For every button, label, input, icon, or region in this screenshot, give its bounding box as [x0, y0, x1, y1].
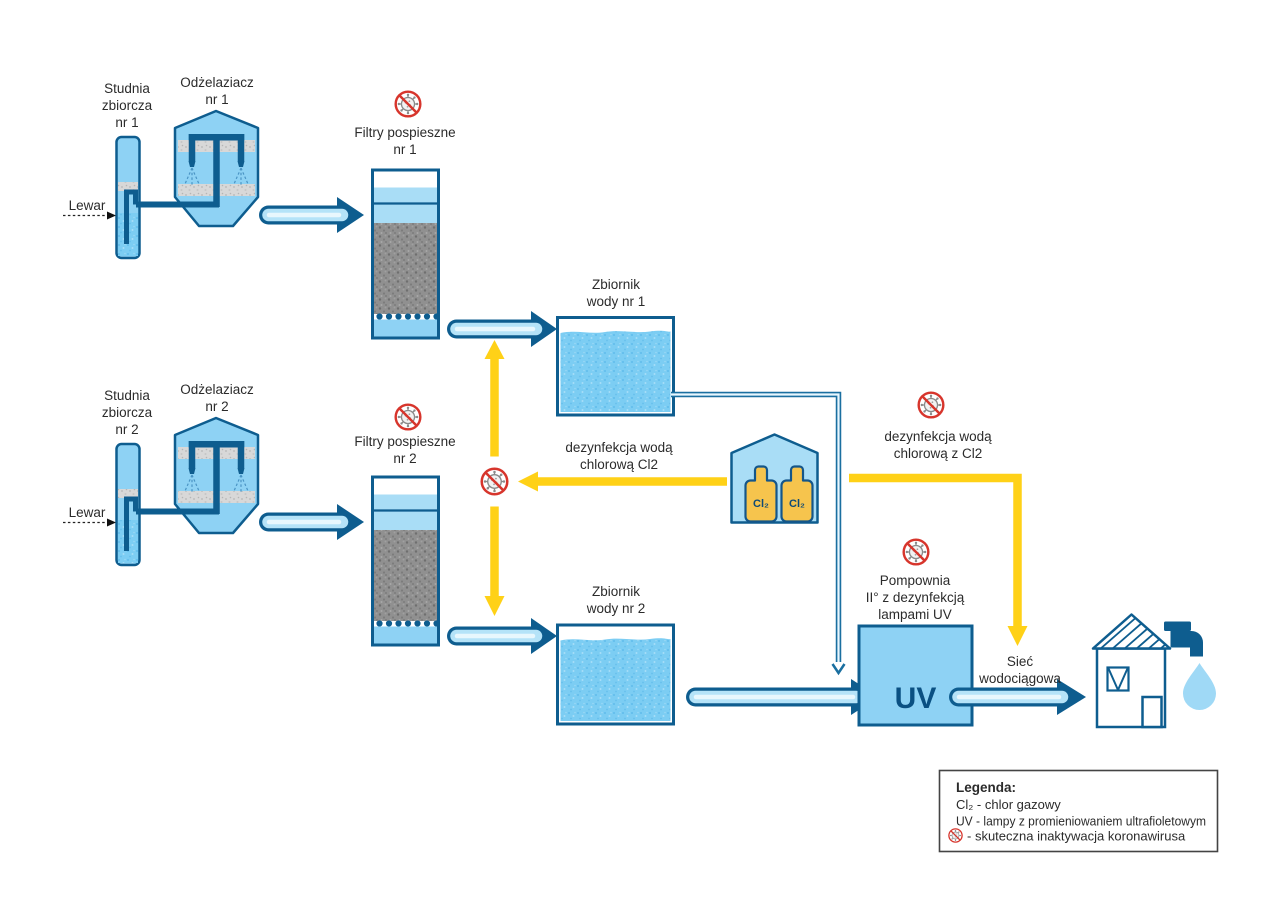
flow-arrow-filter2-tank2 — [447, 618, 557, 654]
pump-station-label-line1: Pompownia — [880, 573, 951, 588]
spray-2b — [233, 474, 249, 493]
iron-remover-2 — [136, 416, 260, 535]
rapid-filter-1 — [371, 168, 440, 340]
lewar-2-label: Lewar — [69, 505, 106, 520]
uv-station-label: UV — [895, 682, 937, 715]
well-2-label-line2: zbiorcza — [102, 405, 153, 420]
flow-arrow-uv-network — [949, 679, 1086, 715]
no-virus-icon — [394, 403, 422, 431]
tank-1-label-line2: wody nr 1 — [586, 294, 646, 309]
no-virus-icon — [917, 391, 945, 419]
filter-2-label: Filtry pospieszne nr 2 — [354, 434, 455, 466]
cl2-cylinder-1-label: Cl₂ — [753, 498, 769, 510]
water-tank-2 — [556, 623, 675, 726]
spray-1b — [233, 167, 249, 186]
rapid-filter-2 — [371, 475, 440, 647]
water-drop-icon — [1183, 663, 1216, 710]
filter-2-label-line1: Filtry pospieszne — [354, 434, 455, 449]
tank-2-label-line1: Zbiornik — [592, 584, 640, 599]
tap-icon — [1164, 621, 1203, 657]
legend-box: Legenda: Cl₂ - chlor gazowy UV - lampy z… — [938, 769, 1219, 853]
well-2-label: Studnia zbiorcza nr 2 — [102, 388, 153, 437]
iron-remover-2-label-line1: Odżelaziacz — [180, 382, 254, 397]
well-2-label-line1: Studnia — [104, 388, 150, 403]
collection-well-1 — [115, 135, 141, 260]
well-1-label-line3: nr 1 — [115, 115, 138, 130]
chlorine-right-label-line2: chlorową z Cl2 — [894, 446, 983, 461]
iron-remover-1 — [136, 109, 260, 228]
filter-2-label-line2: nr 2 — [393, 451, 416, 466]
legend-title: Legenda: — [956, 780, 1016, 795]
lewar-1-label: Lewar — [69, 198, 106, 213]
legend-line-virus: - skuteczna inaktywacja koronawirusa — [967, 829, 1186, 844]
well-1-label-line1: Studnia — [104, 81, 150, 96]
legend-line-cl2: Cl₂ - chlor gazowy — [956, 797, 1061, 812]
chlorine-right-label: dezynfekcja wodą chlorową z Cl2 — [884, 429, 992, 461]
pump-station-label-line2: II° z dezynfekcją — [866, 590, 965, 605]
tank-1-label-line1: Zbiornik — [592, 277, 640, 292]
iron-remover-1-pipes — [136, 133, 245, 208]
iron-remover-2-label-line2: nr 2 — [205, 399, 228, 414]
tank-1-label: Zbiornik wody nr 1 — [586, 277, 646, 309]
collection-well-2 — [115, 442, 141, 567]
house-icon — [1091, 613, 1172, 729]
lewar-arrow-1: Lewar — [63, 198, 116, 220]
cl2-cylinder-1: Cl₂ — [744, 465, 778, 523]
well-2-label-line3: nr 2 — [115, 422, 138, 437]
house-door — [1141, 695, 1163, 729]
no-virus-icon — [948, 828, 963, 843]
iron-remover-2-pipes — [136, 440, 245, 515]
chlorine-arrow-down — [484, 506, 505, 616]
network-label-line1: Sieć — [1007, 654, 1034, 669]
iron-remover-1-label-line1: Odżelaziacz — [180, 75, 254, 90]
network-label: Sieć wodociągowa — [978, 654, 1061, 686]
siphon-pipe-1 — [124, 189, 138, 244]
tank-2-label-line2: wody nr 2 — [586, 601, 646, 616]
house-window — [1106, 666, 1130, 692]
water-tank-1 — [556, 316, 675, 417]
uv-station: UV — [857, 624, 974, 727]
legend-line-uv: UV - lampy z promieniowaniem ultrafiolet… — [956, 814, 1206, 829]
lewar-arrow-2: Lewar — [63, 505, 116, 527]
chlorine-arrow-right — [849, 473, 1028, 646]
chlorine-shed: Cl₂ Cl₂ — [730, 433, 819, 524]
filter-1-label: Filtry pospieszne nr 1 — [354, 125, 455, 157]
well-1-label-line2: zbiorcza — [102, 98, 153, 113]
no-virus-icon — [394, 90, 422, 118]
chlorine-arrow-up — [484, 340, 505, 457]
well-1-label: Studnia zbiorcza nr 1 — [102, 81, 153, 130]
flow-arrow-iron1-filter1 — [259, 197, 364, 233]
spray-1a — [184, 167, 200, 186]
filter-1-label-line2: nr 1 — [393, 142, 416, 157]
no-virus-icon — [902, 538, 930, 566]
chlorine-left-label-line2: chlorową Cl2 — [580, 457, 658, 472]
chlorine-left-label-line1: dezynfekcja wodą — [565, 440, 673, 455]
pump-station-label-line3: lampami UV — [878, 607, 952, 622]
no-virus-icon — [480, 467, 509, 496]
flow-arrow-filter1-tank1 — [447, 311, 557, 347]
chlorine-left-label: dezynfekcja wodą chlorową Cl2 — [565, 440, 673, 472]
spray-2a — [184, 474, 200, 493]
chlorine-arrow-left — [518, 471, 727, 492]
transfer-pipe-tank1-uv — [671, 391, 846, 676]
iron-remover-1-label-line2: nr 1 — [205, 92, 228, 107]
cl2-cylinder-2: Cl₂ — [780, 465, 814, 523]
flow-arrow-iron2-filter2 — [259, 504, 364, 540]
cl2-cylinder-2-label: Cl₂ — [789, 498, 805, 510]
network-label-line2: wodociągowa — [978, 671, 1061, 686]
chlorine-right-label-line1: dezynfekcja wodą — [884, 429, 992, 444]
pump-station-label: Pompownia II° z dezynfekcją lampami UV — [866, 573, 965, 622]
iron-remover-1-label: Odżelaziacz nr 1 — [180, 75, 254, 107]
siphon-pipe-2 — [124, 496, 138, 551]
tank-2-label: Zbiornik wody nr 2 — [586, 584, 646, 616]
filter-1-label-line1: Filtry pospieszne — [354, 125, 455, 140]
iron-remover-2-label: Odżelaziacz nr 2 — [180, 382, 254, 414]
